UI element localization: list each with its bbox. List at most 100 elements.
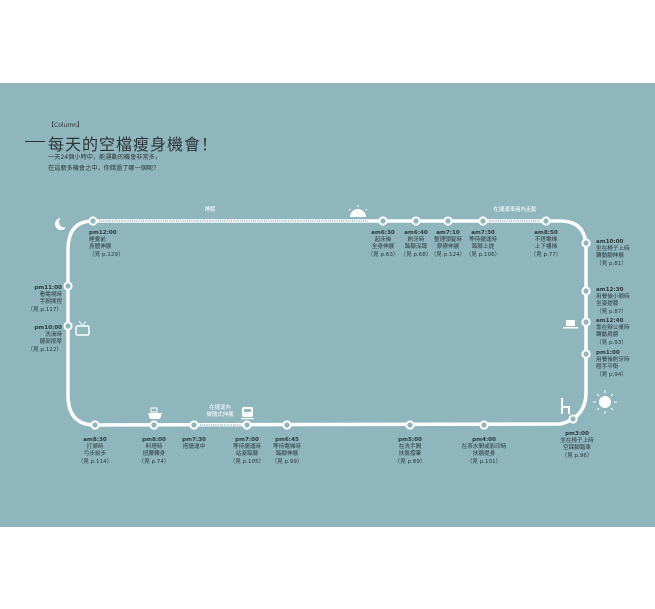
event-line-1: 坐在椅子上時 [560, 438, 594, 445]
event-line-1: 等待捷運時 [233, 444, 261, 451]
timeline-node [90, 420, 100, 430]
event-line-2: 上下樓梯 [534, 244, 558, 251]
event-line-1: 起床後 [374, 237, 392, 244]
event-time: pm11:00 [34, 285, 62, 291]
event-time: pm8:00 [142, 437, 166, 443]
cooking-pot-icon [148, 407, 162, 419]
timeline-node [405, 420, 415, 430]
event-time: am6:30 [371, 230, 395, 236]
event-line-1: 整理頭髮時 [434, 237, 462, 244]
event-line-2: 摩擦伸展 [436, 244, 460, 251]
event-time: am12:30 [596, 287, 624, 293]
event-time: am7:10 [436, 230, 460, 236]
column-tag: 【Column】 [48, 122, 83, 129]
event-line-2: 空踩腳踏車 [563, 445, 591, 452]
event-line-1: 看電視時 [39, 292, 62, 299]
timeline-node [63, 321, 73, 331]
event-ref: （見 p.117） [27, 306, 62, 313]
event-ref: （見 p.94） [596, 371, 628, 378]
event-line-2: 翹手平衡 [596, 364, 619, 371]
timeline-node [149, 420, 159, 430]
timeline-node [581, 286, 591, 296]
annotation-in-train-1: 在捷運內 [209, 405, 231, 411]
event-ref: （見 p.122） [27, 346, 62, 353]
event-time: am12:40 [596, 318, 624, 324]
event-ref: （見 p.74） [138, 458, 170, 465]
event-time: am6:40 [404, 230, 428, 236]
timeline-node [443, 216, 453, 226]
timeline-node [479, 420, 489, 430]
event-time: pm10:00 [34, 325, 62, 331]
event-line-2: 踮腳深蹲 [404, 244, 428, 251]
timeline-node [581, 238, 591, 248]
event-line-1: 刷牙時 [407, 237, 425, 244]
event-line-2: 踮腳伸展 [275, 451, 299, 458]
event-ref: （見 p.106） [465, 251, 501, 258]
page-title: 每天的空檔瘦身機會！ [48, 135, 219, 154]
event-time: pm5:00 [398, 437, 422, 443]
timeline-node [411, 216, 421, 226]
event-line-1: 搭捷運中 [182, 444, 206, 451]
tv-icon [75, 320, 90, 336]
event-ref: （見 p.81） [596, 260, 628, 267]
event-time: pm6:45 [275, 437, 299, 443]
event-ref: （見 p.93） [596, 339, 628, 346]
event-ref: （見 p.68） [400, 251, 432, 258]
timeline-node [568, 414, 578, 424]
timeline-node [63, 281, 73, 291]
event-line-2: 扶牆提身 [472, 451, 496, 458]
event-time: am10:00 [596, 239, 624, 245]
event-ref: （見 p.114） [77, 458, 113, 465]
event-line-2: 手腕揉捏 [39, 299, 62, 306]
timeline-node [581, 317, 591, 327]
event-line-2: 弓步前步 [83, 451, 107, 458]
event-line-2: 轉動肩膀 [596, 332, 619, 339]
annotation-sleep: 睡眠 [204, 207, 216, 213]
event-line-2: 全身伸展 [371, 244, 395, 251]
timeline-node [282, 420, 292, 430]
event-line-1: 等待電梯時 [273, 444, 301, 451]
event-line-1: 靠在辦公桌時 [596, 325, 630, 332]
event-line-1: 睡覺前 [89, 237, 106, 244]
event-time: pm1:00 [596, 350, 620, 356]
timeline-node [541, 216, 551, 226]
timeline-node [88, 216, 98, 226]
timeline-node [478, 216, 488, 226]
annotation-in-train-2: 做隨式伸展 [206, 412, 234, 418]
event-ref: （見 p.101） [466, 458, 502, 465]
event-line-2: 轉動腳伸展 [596, 253, 624, 260]
event-line-2: 身體伸展 [89, 244, 112, 251]
timeline-node [581, 349, 591, 359]
moon-icon [55, 216, 70, 230]
event-line-1: 打掃時 [86, 444, 104, 451]
event-line-2: 站姿踮腳 [235, 451, 259, 458]
event-line-2: 坐姿提膝 [596, 301, 619, 308]
event-ref: （見 p.63） [367, 251, 399, 258]
event-line-1: 用餐後刷牙時 [596, 357, 630, 364]
event-ref: （見 p.129） [89, 251, 124, 258]
event-line-1: 用餐後小憩時 [596, 294, 630, 301]
annotation-walk-in-train: 在捷運車廂內走動 [493, 207, 537, 213]
event-line-1: 在洗手間 [398, 444, 422, 451]
sun-icon [593, 390, 617, 414]
timeline-node [378, 216, 388, 226]
event-ref: （見 p.77） [530, 251, 562, 258]
event-time: pm4:00 [472, 437, 496, 443]
event-line-1: 不搭電梯 [534, 237, 558, 244]
loop-line [66, 219, 588, 427]
intro-line-1: 一天24個小時中，能運動的機會非常多， [48, 154, 162, 161]
